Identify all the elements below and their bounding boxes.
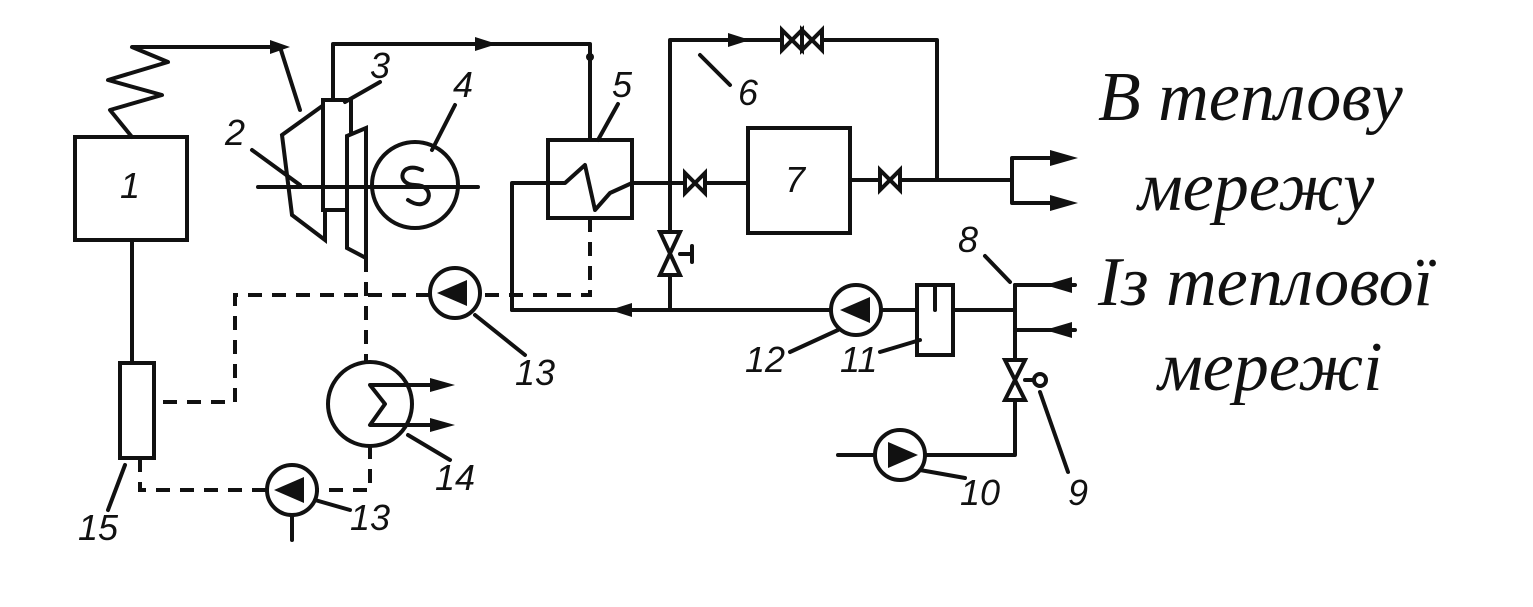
label-heater: 5	[612, 64, 633, 105]
valve-heater-bypass	[656, 230, 694, 277]
cooling-arrow-out	[430, 378, 455, 392]
label-condensate-pump-top: 13	[515, 352, 555, 393]
supply-arrow-bottom	[1050, 195, 1078, 211]
makeup-pump	[873, 428, 927, 482]
regulating-valve	[1001, 358, 1048, 402]
generator	[370, 140, 480, 230]
label-peak-boiler: 7	[785, 159, 807, 200]
label-turbine: 2	[224, 112, 245, 153]
extraction-steam-line	[331, 42, 592, 142]
condenser	[326, 360, 440, 448]
caption-return-line2: мережі	[1155, 329, 1383, 406]
label-regenerative-heater: 15	[78, 507, 119, 548]
supply-outlet	[1010, 156, 1062, 182]
turbine	[256, 98, 374, 262]
valve-after-peak	[878, 165, 902, 195]
bypass-arrow	[728, 33, 750, 47]
peak-boiler: 7	[746, 126, 852, 235]
regenerative-heater	[118, 361, 156, 460]
steam-arrow-1	[270, 40, 290, 54]
network-heater	[510, 138, 634, 312]
boiler: 1	[73, 135, 189, 242]
superheater-coil	[106, 45, 302, 139]
return-arrow	[610, 303, 632, 317]
return-arrow-top	[1045, 277, 1072, 293]
return-arrow-bottom	[1045, 322, 1072, 338]
label-turbine-casing: 3	[370, 45, 390, 86]
caption-supply-line1: В теплову	[1098, 59, 1404, 136]
condensate-pump-top	[428, 266, 482, 320]
condensate-pump-bottom	[265, 463, 319, 517]
caption-return-line1: Із теплової	[1097, 244, 1437, 321]
steam-arrow-2	[475, 37, 497, 51]
condensate-loop	[138, 218, 592, 492]
valve-before-peak	[683, 168, 707, 198]
cooling-arrow-in	[430, 418, 455, 432]
label-deaerator: 11	[840, 339, 877, 380]
label-boiler: 1	[120, 165, 140, 206]
caption-supply-line2: мережу	[1135, 149, 1375, 226]
network-pump	[829, 283, 883, 337]
supply-arrow-top	[1050, 150, 1078, 166]
label-network-pump: 12	[745, 339, 785, 380]
label-junction: 8	[958, 219, 978, 260]
label-regulating-valve: 9	[1068, 472, 1088, 513]
label-bypass: 6	[738, 72, 759, 113]
label-condenser: 14	[435, 457, 475, 498]
valve-bypass	[780, 25, 824, 55]
label-condensate-pump-bottom: 13	[350, 497, 390, 538]
deaerator	[915, 283, 955, 357]
label-generator: 4	[453, 64, 473, 105]
